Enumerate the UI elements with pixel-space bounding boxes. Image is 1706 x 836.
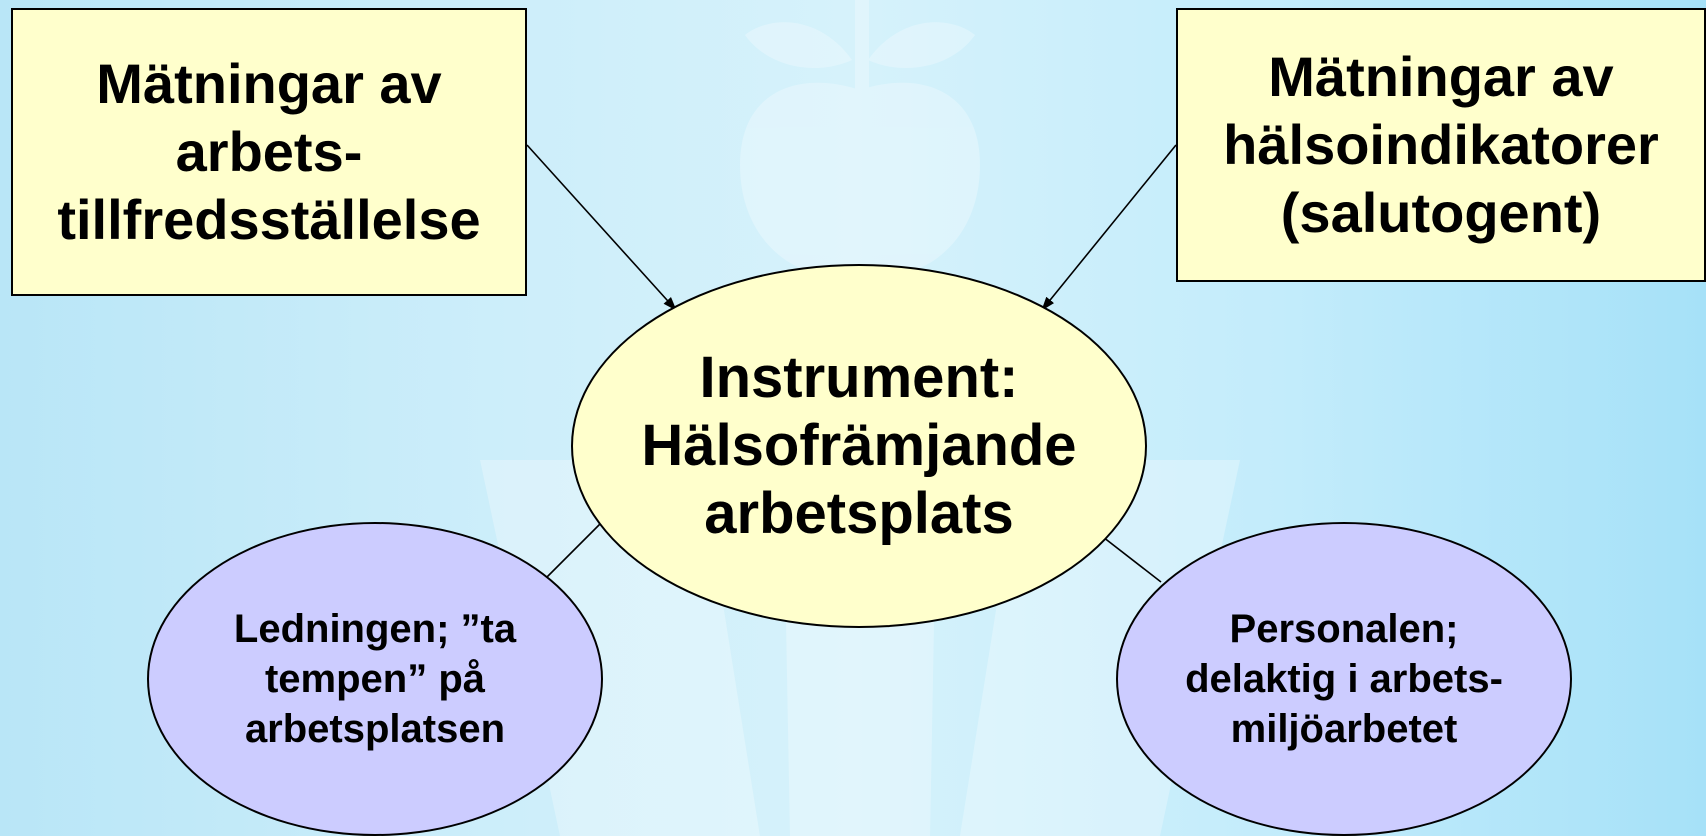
health-indicator-measurement-box: Mätningar av hälsoindikatorer (salutogen… — [1176, 8, 1706, 282]
staff-ellipse: Personalen; delaktig i arbets- miljöarbe… — [1116, 522, 1572, 836]
job-satisfaction-measurement-box: Mätningar av arbets- tillfredsställelse — [11, 8, 527, 296]
staff-label: Personalen; delaktig i arbets- miljöarbe… — [1185, 607, 1503, 751]
line-right-ellipse-to-center — [1102, 536, 1162, 583]
management-ellipse: Ledningen; ”ta tempen” på arbetsplatsen — [147, 522, 603, 836]
instrument-label: Instrument: Hälsofrämjande arbetsplats — [641, 345, 1077, 546]
instrument-center-ellipse: Instrument: Hälsofrämjande arbetsplats — [571, 264, 1147, 628]
management-label: Ledningen; ”ta tempen” på arbetsplatsen — [233, 607, 517, 751]
line-left-ellipse-to-center — [542, 521, 603, 582]
arrow-right-box-to-center — [1041, 144, 1177, 311]
job-satisfaction-measurement-label: Mätningar av arbets- tillfredsställelse — [57, 52, 481, 251]
health-indicator-measurement-label: Mätningar av hälsoindikatorer (salutogen… — [1223, 45, 1659, 244]
arrow-left-box-to-center — [526, 144, 677, 311]
